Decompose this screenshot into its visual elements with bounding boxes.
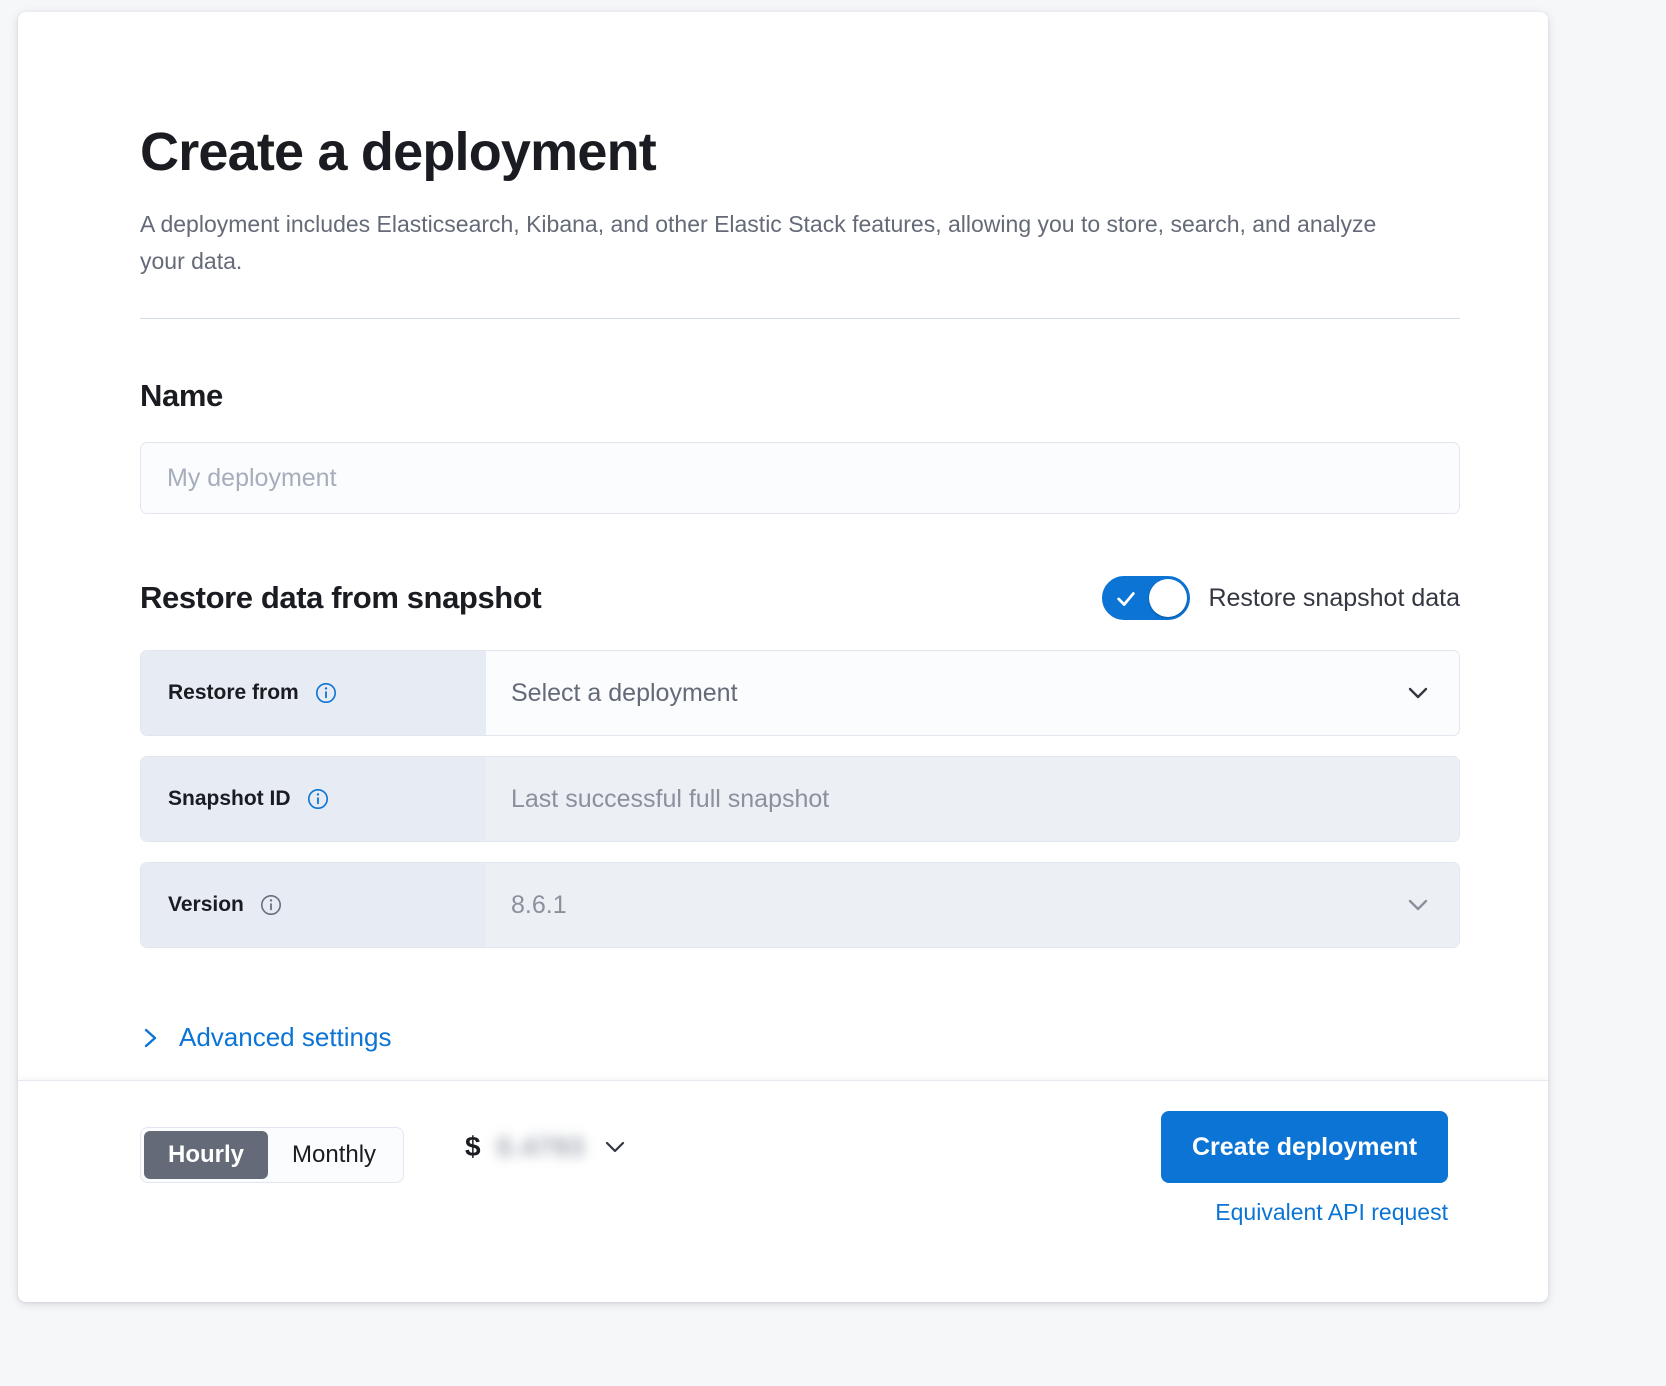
create-deployment-button[interactable]: Create deployment	[1161, 1111, 1448, 1183]
version-select: 8.6.1	[486, 863, 1459, 947]
info-icon[interactable]	[307, 788, 329, 810]
restore-snapshot-toggle-label: Restore snapshot data	[1208, 583, 1460, 612]
deployment-name-placeholder: My deployment	[167, 463, 337, 492]
card-body: Create a deployment A deployment include…	[18, 12, 1548, 1080]
header-divider	[140, 318, 1460, 319]
chevron-right-icon	[140, 1025, 162, 1051]
footer-bar: Hourly Monthly $ 0.4793 Create deploymen…	[18, 1080, 1548, 1302]
billing-option-hourly[interactable]: Hourly	[144, 1131, 269, 1179]
advanced-settings-link[interactable]: Advanced settings	[140, 1022, 391, 1053]
price-display[interactable]: $ 0.4793	[465, 1131, 629, 1163]
chevron-down-icon[interactable]	[1403, 678, 1433, 708]
billing-option-monthly[interactable]: Monthly	[292, 1141, 377, 1168]
price-value: 0.4793	[496, 1131, 586, 1162]
create-deployment-card: Create a deployment A deployment include…	[18, 12, 1548, 1302]
name-section-heading: Name	[140, 378, 223, 413]
restore-from-row[interactable]: Restore from Select a deployment	[140, 650, 1460, 736]
page-title: Create a deployment	[140, 122, 657, 182]
version-row: Version 8.6.1	[140, 862, 1460, 948]
advanced-settings-label: Advanced settings	[179, 1022, 392, 1052]
equivalent-api-request-link[interactable]: Equivalent API request	[1215, 1199, 1448, 1225]
snapshot-id-label-cell: Snapshot ID	[141, 757, 486, 841]
chevron-down-icon	[1403, 890, 1433, 920]
version-value: 8.6.1	[511, 890, 567, 919]
restore-section-header: Restore data from snapshot Restore snaps…	[140, 576, 1460, 620]
restore-section-heading: Restore data from snapshot	[140, 580, 542, 615]
info-icon[interactable]	[315, 682, 337, 704]
chevron-down-icon[interactable]	[601, 1133, 629, 1161]
footer-inner: Hourly Monthly $ 0.4793 Create deploymen…	[18, 1081, 1548, 1302]
restore-from-label-cell: Restore from	[141, 651, 486, 735]
restore-from-value: Select a deployment	[511, 678, 738, 707]
version-label: Version	[168, 893, 244, 916]
currency-symbol: $	[465, 1131, 481, 1162]
restore-from-label: Restore from	[168, 681, 299, 704]
restore-form-rows: Restore from Select a deployment	[140, 650, 1460, 948]
deployment-name-input[interactable]: My deployment	[140, 442, 1460, 514]
snapshot-id-field: Last successful full snapshot	[486, 757, 1459, 841]
toggle-knob	[1149, 579, 1188, 617]
restore-from-select[interactable]: Select a deployment	[486, 651, 1459, 735]
page-description: A deployment includes Elasticsearch, Kib…	[140, 211, 1377, 274]
snapshot-id-label: Snapshot ID	[168, 787, 291, 810]
check-icon	[1115, 588, 1137, 610]
snapshot-id-value: Last successful full snapshot	[511, 784, 830, 813]
snapshot-id-row: Snapshot ID Last successful full snapsho…	[140, 756, 1460, 842]
info-icon[interactable]	[260, 894, 282, 916]
restore-snapshot-toggle-group[interactable]: Restore snapshot data	[1102, 576, 1460, 620]
restore-snapshot-toggle[interactable]	[1102, 576, 1191, 620]
billing-period-toggle[interactable]: Hourly Monthly	[140, 1127, 405, 1183]
version-label-cell: Version	[141, 863, 486, 947]
